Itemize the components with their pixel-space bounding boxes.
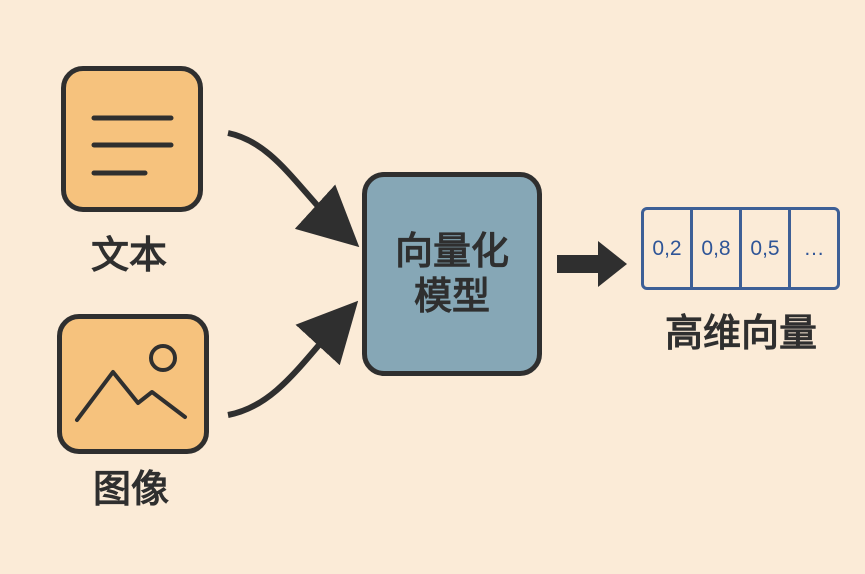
landscape-image-icon [75,344,187,422]
document-lines-icon [91,115,174,176]
text-icon-box [61,66,203,212]
vector-cell: 0,2 [652,236,682,260]
image-icon-box [57,314,209,454]
embedding-model-label: 向量化 模型 [394,229,509,318]
high-dimensional-vector-label: 高维向量 [665,311,818,355]
vector-strip: 0,2 0,8 0,5 … [641,207,840,290]
vector-cell: 0,8 [690,210,739,287]
text-input-label: 文本 [91,233,168,277]
vector-cell: 0,5 [739,210,788,287]
image-to-model-arrow [227,300,359,418]
embedding-model-box: 向量化 模型 [362,172,542,376]
text-to-model-arrow [227,130,360,248]
model-to-vector-arrow [557,241,627,287]
image-input-label: 图像 [93,467,170,511]
vector-cell: … [788,210,837,287]
